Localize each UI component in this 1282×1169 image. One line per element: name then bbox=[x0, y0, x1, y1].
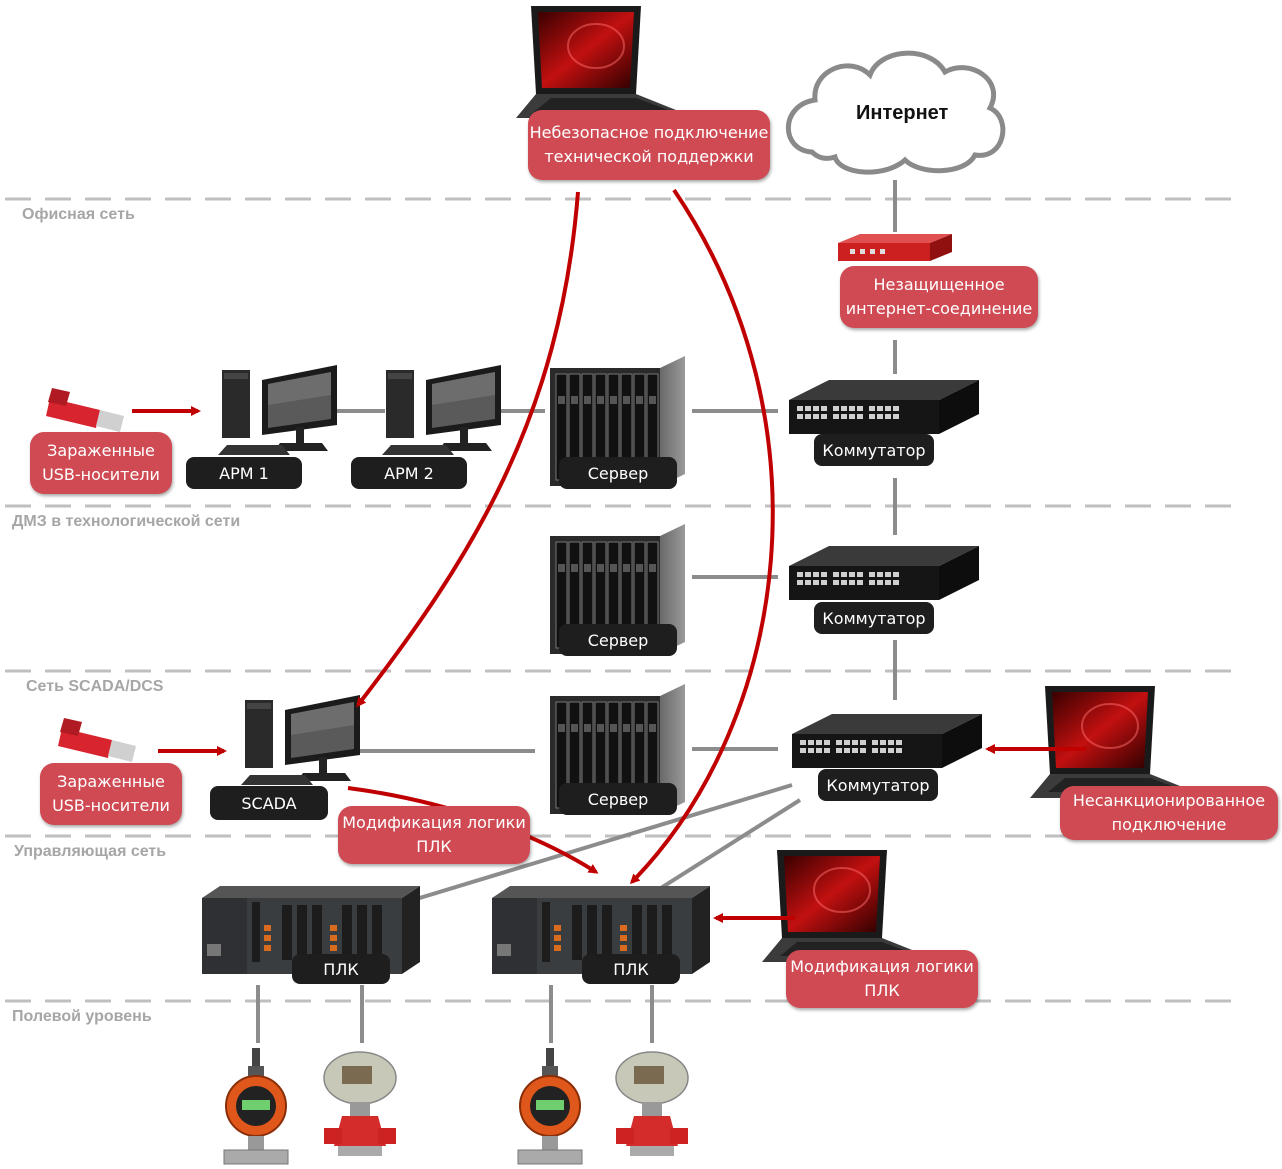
label-plc-1: ПЛК bbox=[292, 954, 390, 984]
flowmeter-1-icon bbox=[223, 1047, 289, 1165]
label-switch-2: Коммутатор bbox=[814, 602, 934, 634]
threat-usb-2: Зараженные USB-носители bbox=[40, 763, 182, 825]
support-laptop-icon bbox=[515, 5, 697, 119]
attack-arrows bbox=[132, 188, 1086, 923]
threat-plc-modification-1: Модификация логики ПЛК bbox=[338, 806, 530, 864]
threat-unauthorized-connection: Несанкционированное подключение bbox=[1060, 786, 1278, 840]
switch-1-icon bbox=[789, 380, 979, 434]
cloud-icon bbox=[785, 50, 1006, 175]
unauth-laptop-icon bbox=[1029, 685, 1211, 799]
threat-plc-modification-2: Модификация логики ПЛК bbox=[786, 950, 978, 1008]
gas-detector-1-icon bbox=[323, 1051, 397, 1157]
label-switch-3: Коммутатор bbox=[818, 769, 938, 801]
label-server-1: Сервер bbox=[559, 457, 677, 489]
label-arm1: АРМ 1 bbox=[186, 457, 302, 489]
arm2-pc-icon bbox=[382, 365, 501, 455]
label-server-3: Сервер bbox=[559, 783, 677, 815]
scada-pc-icon bbox=[241, 695, 360, 785]
label-scada: SCADA bbox=[210, 786, 328, 820]
zone-label-field: Полевой уровень bbox=[12, 1008, 152, 1025]
threat-internet-connection: Незащищенное интернет-соединение bbox=[840, 266, 1038, 328]
label-server-2: Сервер bbox=[559, 624, 677, 656]
arm1-pc-icon bbox=[218, 365, 337, 455]
flowmeter-2-icon bbox=[517, 1047, 583, 1165]
attacker-laptop-icon bbox=[761, 849, 943, 963]
usb-drive-2-icon bbox=[58, 718, 136, 762]
switch-3-icon bbox=[792, 714, 982, 768]
usb-drive-1-icon bbox=[46, 388, 124, 432]
zone-label-office: Офисная сеть bbox=[22, 206, 135, 223]
threat-support-connection: Небезопасное подключение технической под… bbox=[528, 110, 770, 180]
label-switch-1: Коммутатор bbox=[814, 434, 934, 466]
threat-usb-1: Зараженные USB-носители bbox=[30, 432, 172, 494]
zone-label-scada: Сеть SCADA/DCS bbox=[26, 678, 164, 695]
switch-2-icon bbox=[789, 546, 979, 600]
zone-label-dmz: ДМЗ в технологической сети bbox=[12, 513, 241, 530]
label-arm2: АРМ 2 bbox=[351, 457, 467, 489]
zone-label-control: Управляющая сеть bbox=[14, 843, 167, 860]
gas-detector-2-icon bbox=[615, 1051, 689, 1157]
firewall-icon bbox=[838, 234, 952, 261]
internet-label: Интернет bbox=[856, 102, 949, 124]
label-plc-2: ПЛК bbox=[582, 954, 680, 984]
